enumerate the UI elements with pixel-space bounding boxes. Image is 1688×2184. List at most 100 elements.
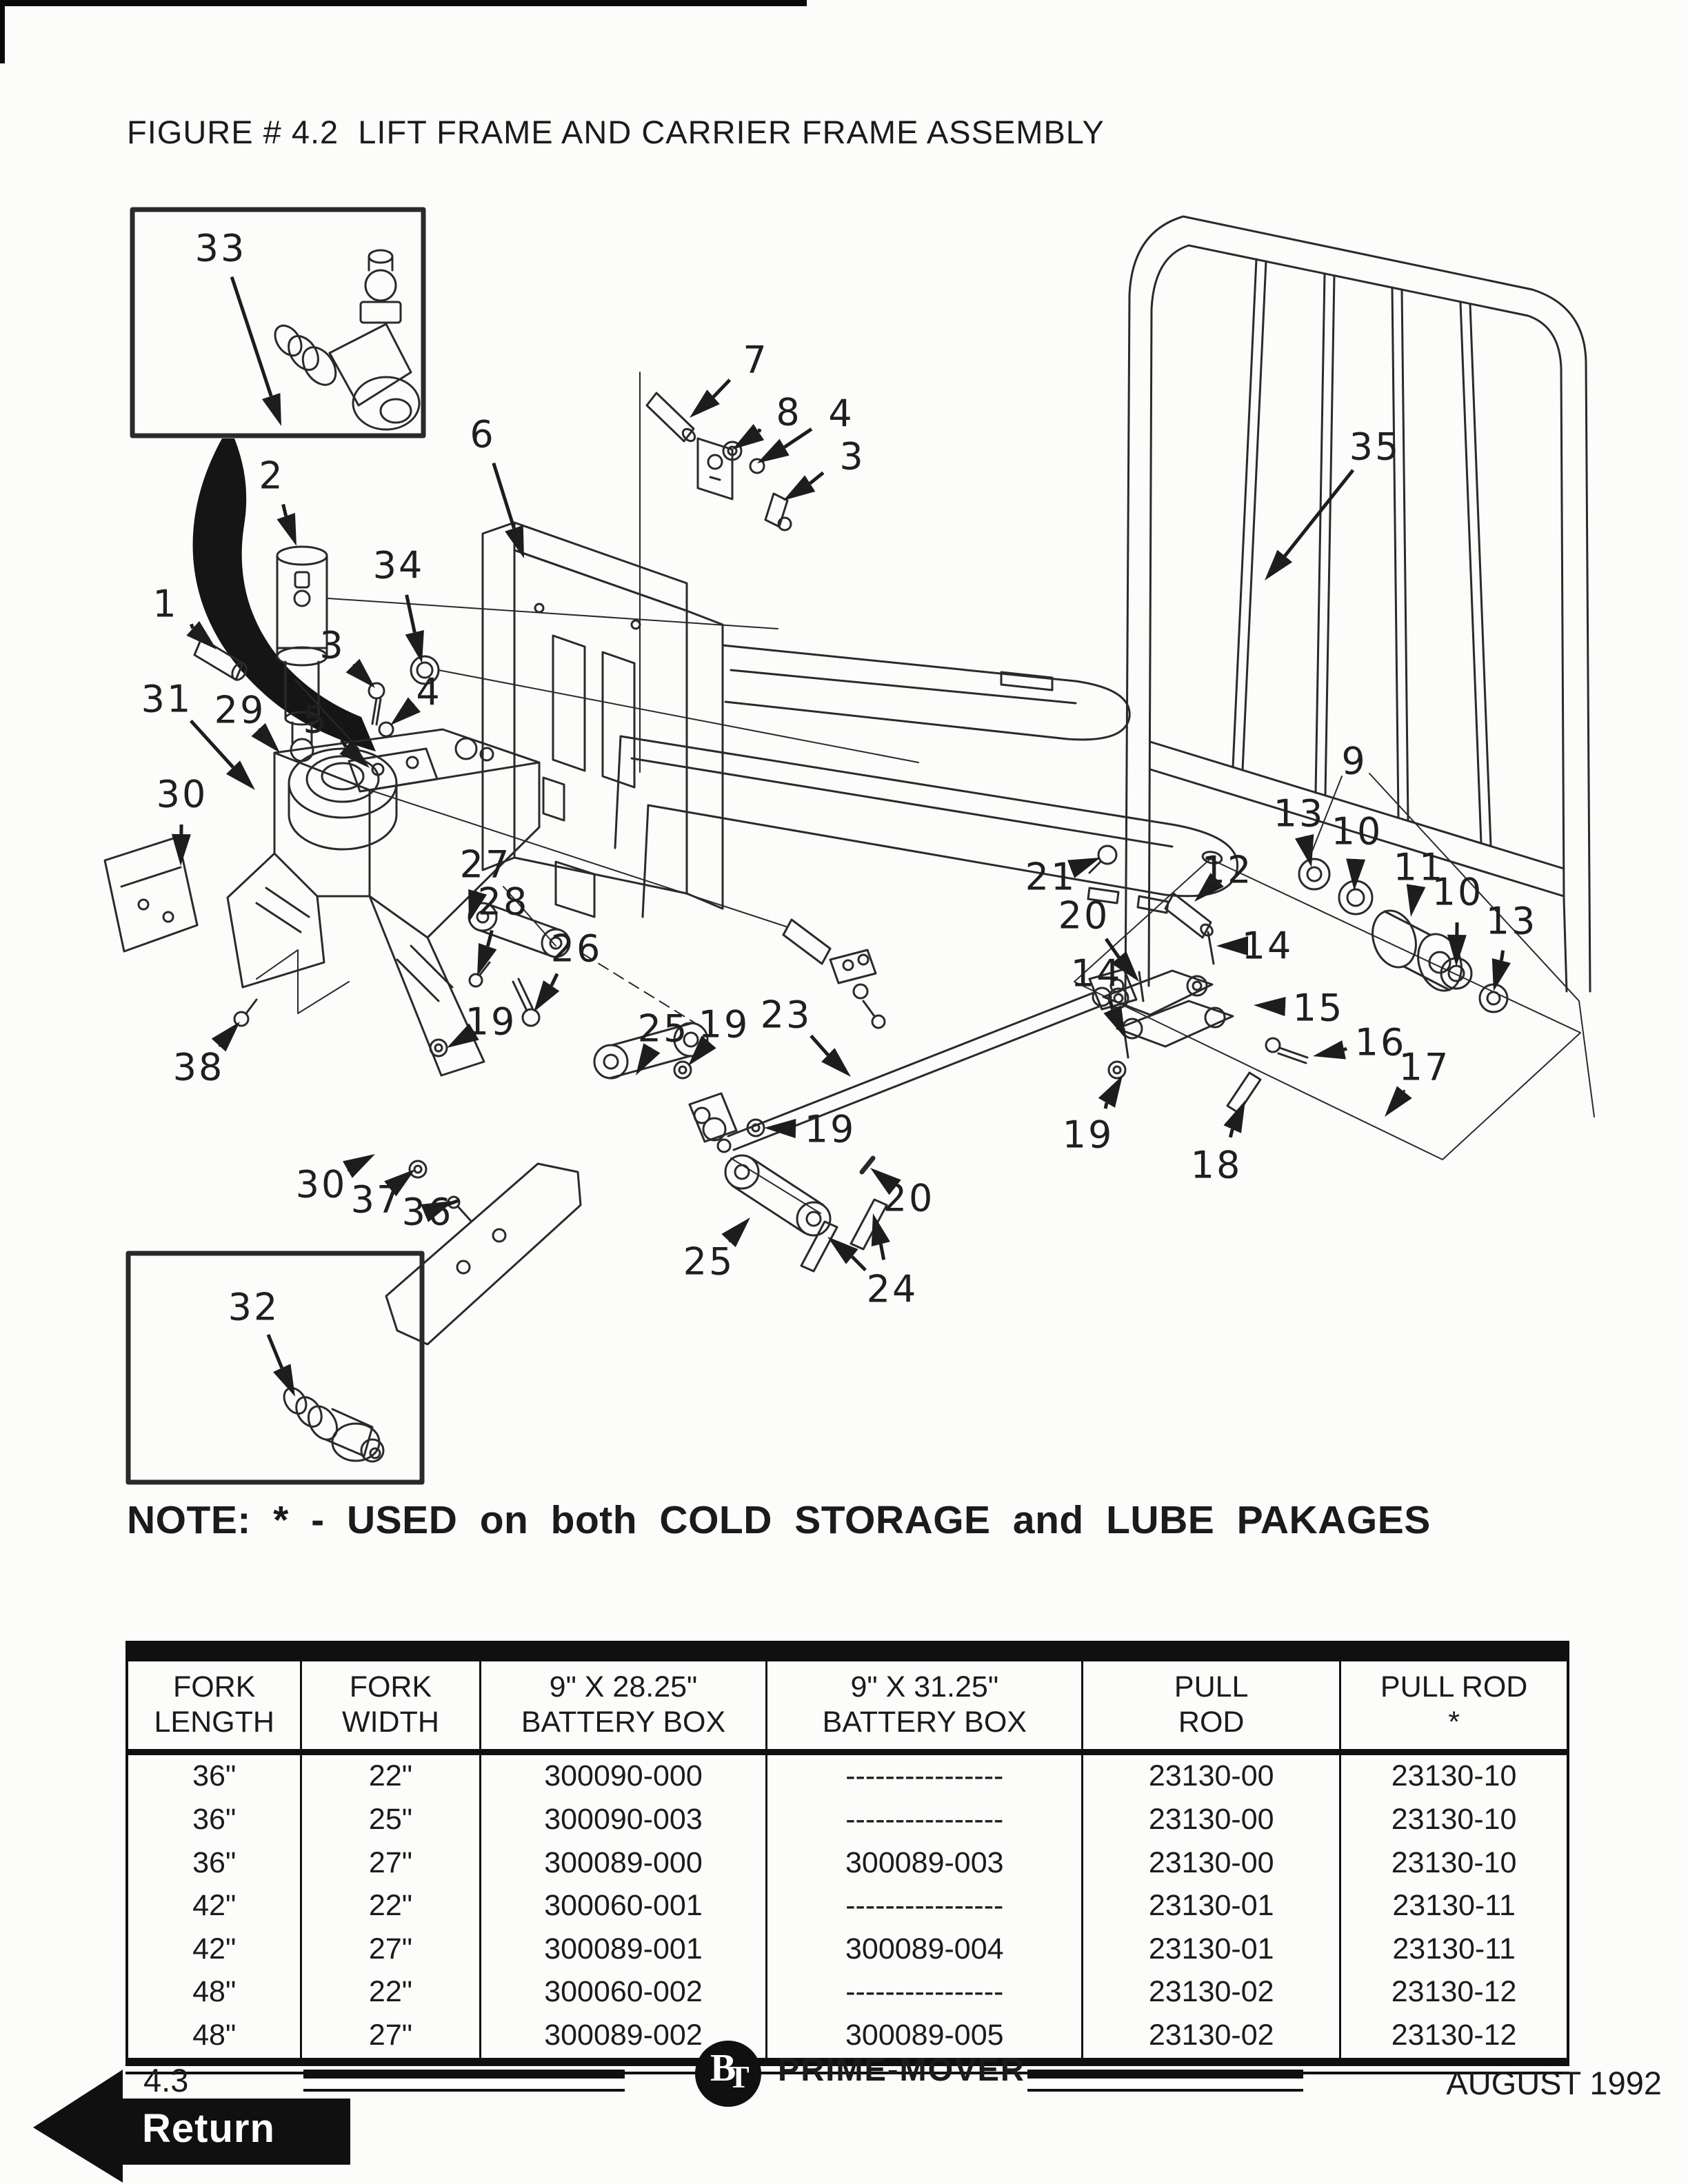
inset-box-33 — [130, 207, 426, 438]
callout-7: 7 — [690, 338, 767, 418]
callout-label: 34 — [373, 544, 425, 587]
callout-label: 19 — [1063, 1113, 1114, 1157]
return-button-label: Return — [142, 2106, 275, 2151]
callout-23: 23 — [761, 993, 851, 1077]
callout-label: 35 — [1349, 425, 1401, 469]
table-cell: 23130-12 — [1339, 2014, 1568, 2058]
grease-fitting-straight — [283, 1386, 385, 1463]
table-cell: 300060-001 — [479, 1885, 767, 1928]
column-header: PULL ROD* — [1339, 1661, 1568, 1756]
table-top-bar — [125, 1641, 1569, 1661]
callout-16: 16 — [1313, 1021, 1404, 1064]
callout-19: 19 — [688, 1003, 750, 1066]
callout-25: 25 — [636, 1007, 690, 1075]
table-cell: 22" — [300, 1752, 481, 1799]
lift-frame — [481, 521, 724, 918]
callout-26: 26 — [534, 927, 603, 1012]
grease-fitting-elbow — [274, 249, 421, 431]
inset-box-32 — [125, 1251, 425, 1485]
anchor-bracket — [1102, 931, 1234, 1059]
table-cell: 23130-01 — [1081, 1928, 1340, 1972]
small-parts — [193, 392, 1309, 1273]
table-cell: 23130-00 — [1081, 1841, 1340, 1885]
table-cell: 22" — [300, 1885, 481, 1928]
table-cell: 27" — [300, 2014, 481, 2058]
figure-title: FIGURE # 4.2 LIFT FRAME AND CARRIER FRAM… — [127, 114, 1105, 150]
callout-2: 2 — [259, 454, 297, 546]
callout-label: 26 — [551, 927, 603, 971]
callout-19: 19 — [764, 1108, 854, 1151]
publication-date: AUGUST 1992 — [1446, 2065, 1662, 2101]
callout-label: 2 — [259, 454, 284, 498]
return-arrow-icon — [33, 2070, 350, 2183]
table-cell: 300089-004 — [765, 1928, 1083, 1972]
callout-3: 3 — [783, 435, 863, 501]
table-cell: ---------------- — [765, 1885, 1083, 1928]
return-button[interactable]: Return — [26, 2067, 357, 2184]
callout-label: 4 — [828, 392, 854, 436]
callout-20: 20 — [870, 1168, 932, 1220]
table-cell: 36" — [192, 1803, 237, 1837]
table-cell: 48" — [192, 1975, 237, 2009]
callout-4: 4 — [757, 392, 854, 463]
callout-17: 17 — [1385, 1046, 1451, 1117]
callout-label: 21 — [1025, 856, 1077, 899]
callout-label: 37 — [351, 1178, 403, 1222]
table-cell: ---------------- — [765, 1799, 1083, 1842]
callout-12: 12 — [1194, 849, 1251, 902]
table-cell: 27" — [300, 1841, 481, 1885]
table-cell: 300060-002 — [479, 1971, 767, 2015]
table-cell: 23130-11 — [1339, 1885, 1568, 1928]
table-cell: 23130-01 — [1081, 1885, 1340, 1928]
lift-cylinder — [276, 545, 328, 762]
table-cell: 42" — [192, 1932, 237, 1965]
callout-label: 19 — [699, 1003, 750, 1046]
callout-29: 29 — [214, 689, 280, 753]
callout-label: 30 — [157, 773, 208, 816]
callout-label: 28 — [478, 880, 530, 924]
table-cell: 25" — [300, 1799, 481, 1842]
callout-10: 10 — [1332, 810, 1380, 891]
callout-label: 17 — [1399, 1046, 1451, 1089]
callout-15: 15 — [1254, 987, 1342, 1030]
footer-rule — [1027, 2089, 1303, 2092]
leader-lines — [256, 372, 1595, 1214]
table-cell: 23130-00 — [1081, 1752, 1340, 1799]
callout-label: 24 — [867, 1268, 918, 1311]
callout-33: 33 — [195, 227, 281, 426]
column-header: 9" X 28.25"BATTERY BOX — [479, 1661, 767, 1756]
callout-3: 3 — [319, 624, 375, 688]
callout-30: 30 — [296, 1154, 375, 1206]
callout-label: 11 — [1394, 846, 1445, 889]
table-cell: 23130-11 — [1339, 1928, 1568, 1972]
roller-group — [1298, 858, 1509, 1013]
callout-9: 9 — [1341, 740, 1365, 783]
table-cell: ---------------- — [765, 1971, 1083, 2015]
callout-label: 14 — [1071, 952, 1123, 995]
table-cell: 48" — [192, 2019, 237, 2052]
callout-label: 6 — [470, 413, 495, 456]
table-cell: 300090-000 — [479, 1752, 767, 1799]
callout-label: 25 — [638, 1007, 690, 1051]
callout-label: 8 — [776, 391, 801, 434]
callout-4: 4 — [390, 671, 440, 725]
callout-18: 18 — [1191, 1100, 1245, 1187]
bt-logo: B T — [695, 2041, 761, 2107]
callout-32: 32 — [228, 1286, 295, 1397]
leader-swoosh — [192, 438, 376, 751]
footer-rule — [303, 2089, 625, 2092]
page-number: 4.3 — [143, 2062, 189, 2099]
callout-36: 36 — [402, 1191, 460, 1234]
callout-34: 34 — [373, 544, 425, 663]
callout-14: 14 — [1071, 952, 1125, 1038]
callout-38: 38 — [173, 1022, 240, 1089]
callout-10: 10 — [1432, 871, 1481, 967]
